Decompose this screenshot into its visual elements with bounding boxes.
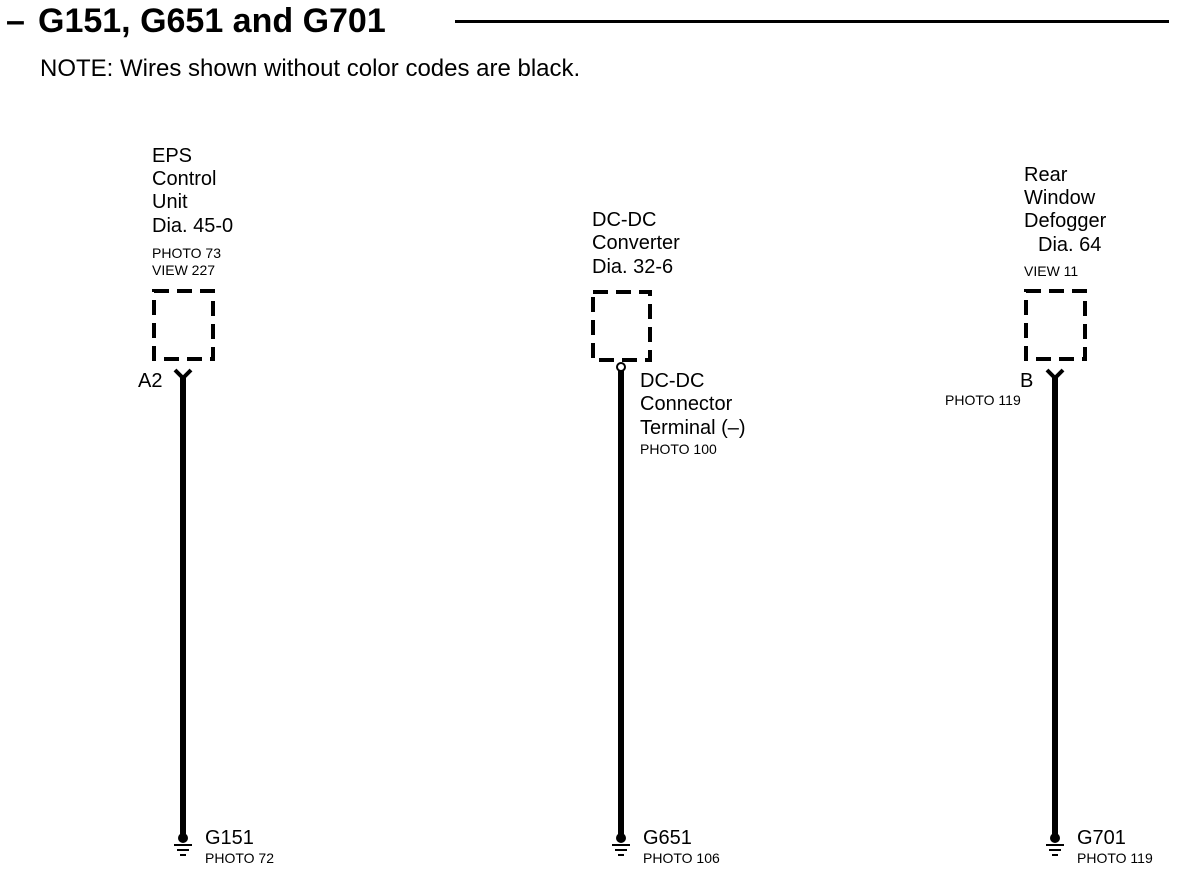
dc-dc-connector-line3: Terminal (–) [640,417,746,439]
circuit-g701 [1024,289,1087,856]
dc-dc-connector-terminal-icon [616,362,626,372]
eps-view-ref: VIEW 227 [152,262,216,278]
dc-dc-connector-line2: Connector [640,393,733,415]
dc-dc-diagram-ref: Dia. 32-6 [592,256,674,278]
g151-ground-label: G151 [205,827,254,849]
defogger-component-line1: Rear [1024,164,1068,186]
dc-dc-component-line1: DC-DC [592,209,657,231]
rear-window-defogger-component-box [1024,289,1087,361]
eps-component-line3: Unit [152,191,188,213]
defogger-component-line3: Defogger [1024,210,1107,232]
eps-photo-ref: PHOTO 73 [152,245,221,261]
eps-component-line2: Control [152,168,217,190]
b-terminal-photo-ref: PHOTO 119 [945,392,1021,408]
g651-ground-icon [612,833,630,856]
circuit-g651 [591,290,652,856]
dc-dc-converter-component-box [591,290,652,362]
page-title: G151, G651 and G701 [38,2,386,40]
dc-dc-component-line2: Converter [592,232,680,254]
a2-terminal-label: A2 [138,370,163,392]
g651-photo-ref: PHOTO 106 [643,850,720,866]
g701-ground-icon [1046,833,1064,856]
circuit-g151 [152,289,215,856]
g651-ground-label: G651 [643,827,692,849]
dc-dc-connector-line1: DC-DC [640,370,705,392]
g701-photo-ref: PHOTO 119 [1077,850,1153,866]
title-rule [455,20,1169,23]
defogger-view-ref: VIEW 11 [1024,263,1079,279]
g151-photo-ref: PHOTO 72 [205,850,274,866]
defogger-diagram-ref: Dia. 64 [1038,234,1102,256]
defogger-component-line2: Window [1024,187,1096,209]
eps-diagram-ref: Dia. 45-0 [152,215,234,237]
g151-ground-icon [174,833,192,856]
dc-dc-connector-photo-ref: PHOTO 100 [640,441,717,457]
eps-control-unit-component-box [152,289,215,361]
eps-component-line1: EPS [152,145,193,167]
g701-ground-label: G701 [1077,827,1126,849]
b-terminal-label: B [1020,370,1034,392]
wire-color-note: NOTE: Wires shown without color codes ar… [40,55,581,82]
title-dash: – [6,2,25,40]
